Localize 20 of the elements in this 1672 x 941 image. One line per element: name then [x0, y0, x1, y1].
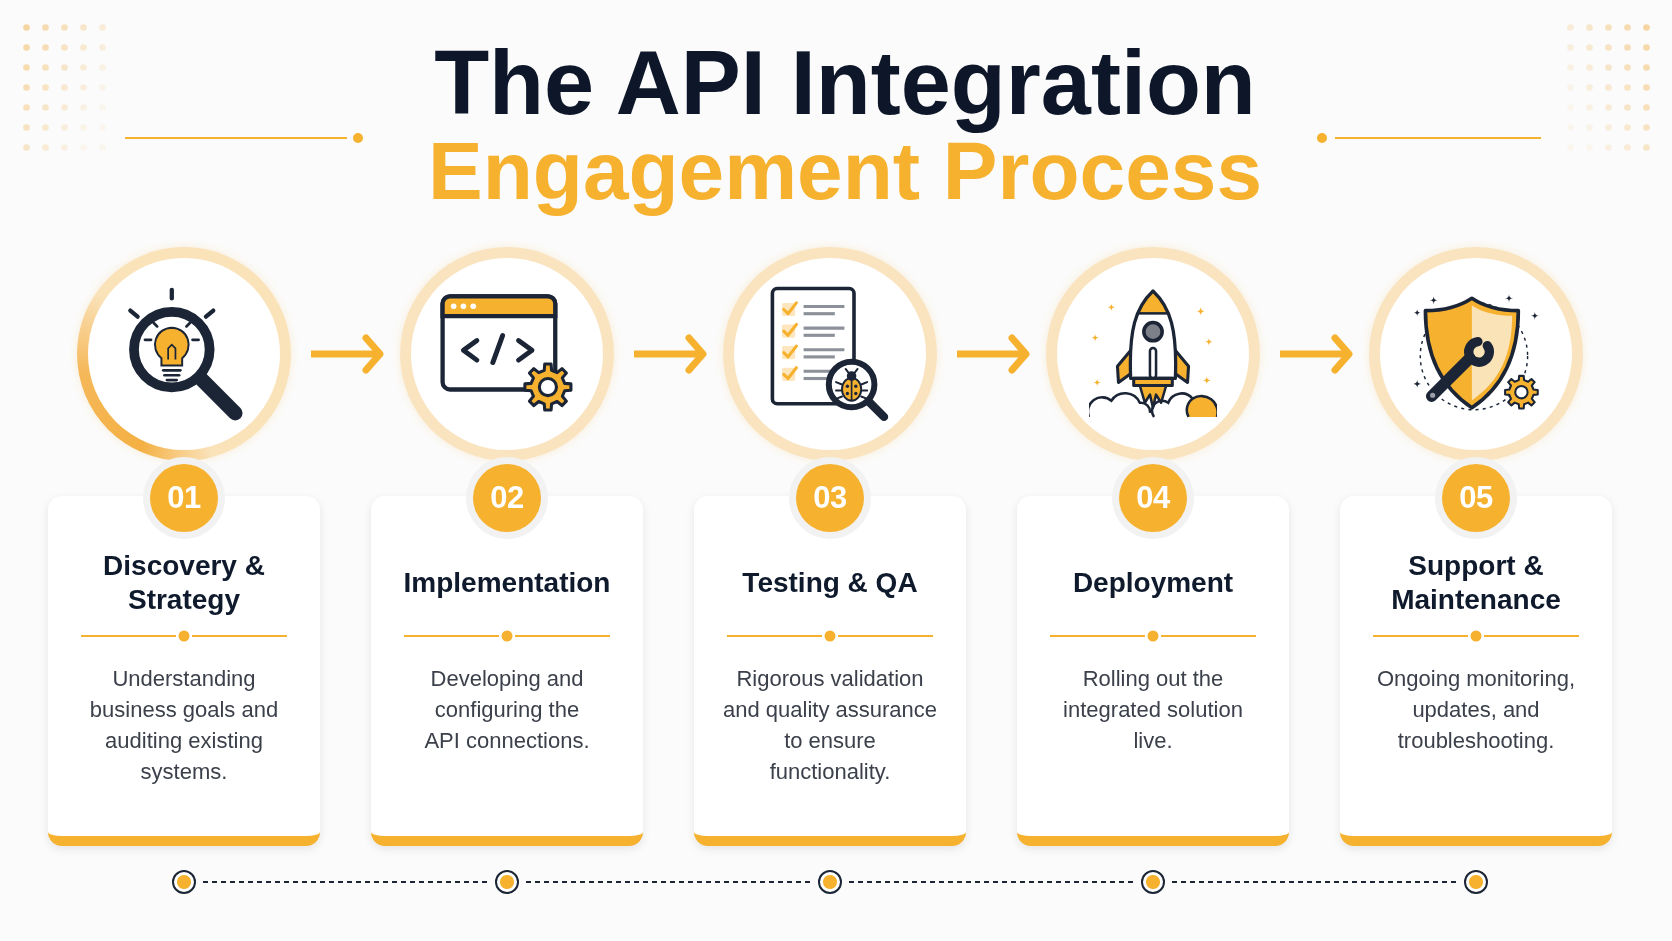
title: The API Integration Engagement Process — [427, 32, 1263, 218]
step-description: Ongoing monitoring, updates, and troubleshooting. — [1375, 665, 1577, 755]
timeline-dot — [1464, 870, 1488, 894]
dashed-connector — [525, 881, 812, 883]
step-description: Developing and configuring the API connections. — [423, 665, 591, 755]
dashed-connector — [202, 881, 489, 883]
step-description: Rigorous validation and quality assurance to ensure functionality. — [722, 665, 938, 786]
timeline-dot — [495, 870, 519, 894]
step-title: Support & Maintenance — [1390, 549, 1562, 617]
step-title: Discovery & Strategy — [102, 549, 266, 617]
dashed-connector — [848, 881, 1135, 883]
dashed-connector — [1171, 881, 1458, 883]
timeline-dot — [172, 870, 196, 894]
step-title: Testing & QA — [742, 566, 918, 600]
step-description: Understanding business goals and auditing existing systems. — [88, 665, 280, 786]
timeline-dot — [1141, 870, 1165, 894]
step-description: Rolling out the integrated solution live. — [1062, 665, 1244, 755]
step-title: Deployment — [1072, 566, 1234, 600]
timeline-dot — [818, 870, 842, 894]
step-title: Implementation — [403, 566, 611, 600]
